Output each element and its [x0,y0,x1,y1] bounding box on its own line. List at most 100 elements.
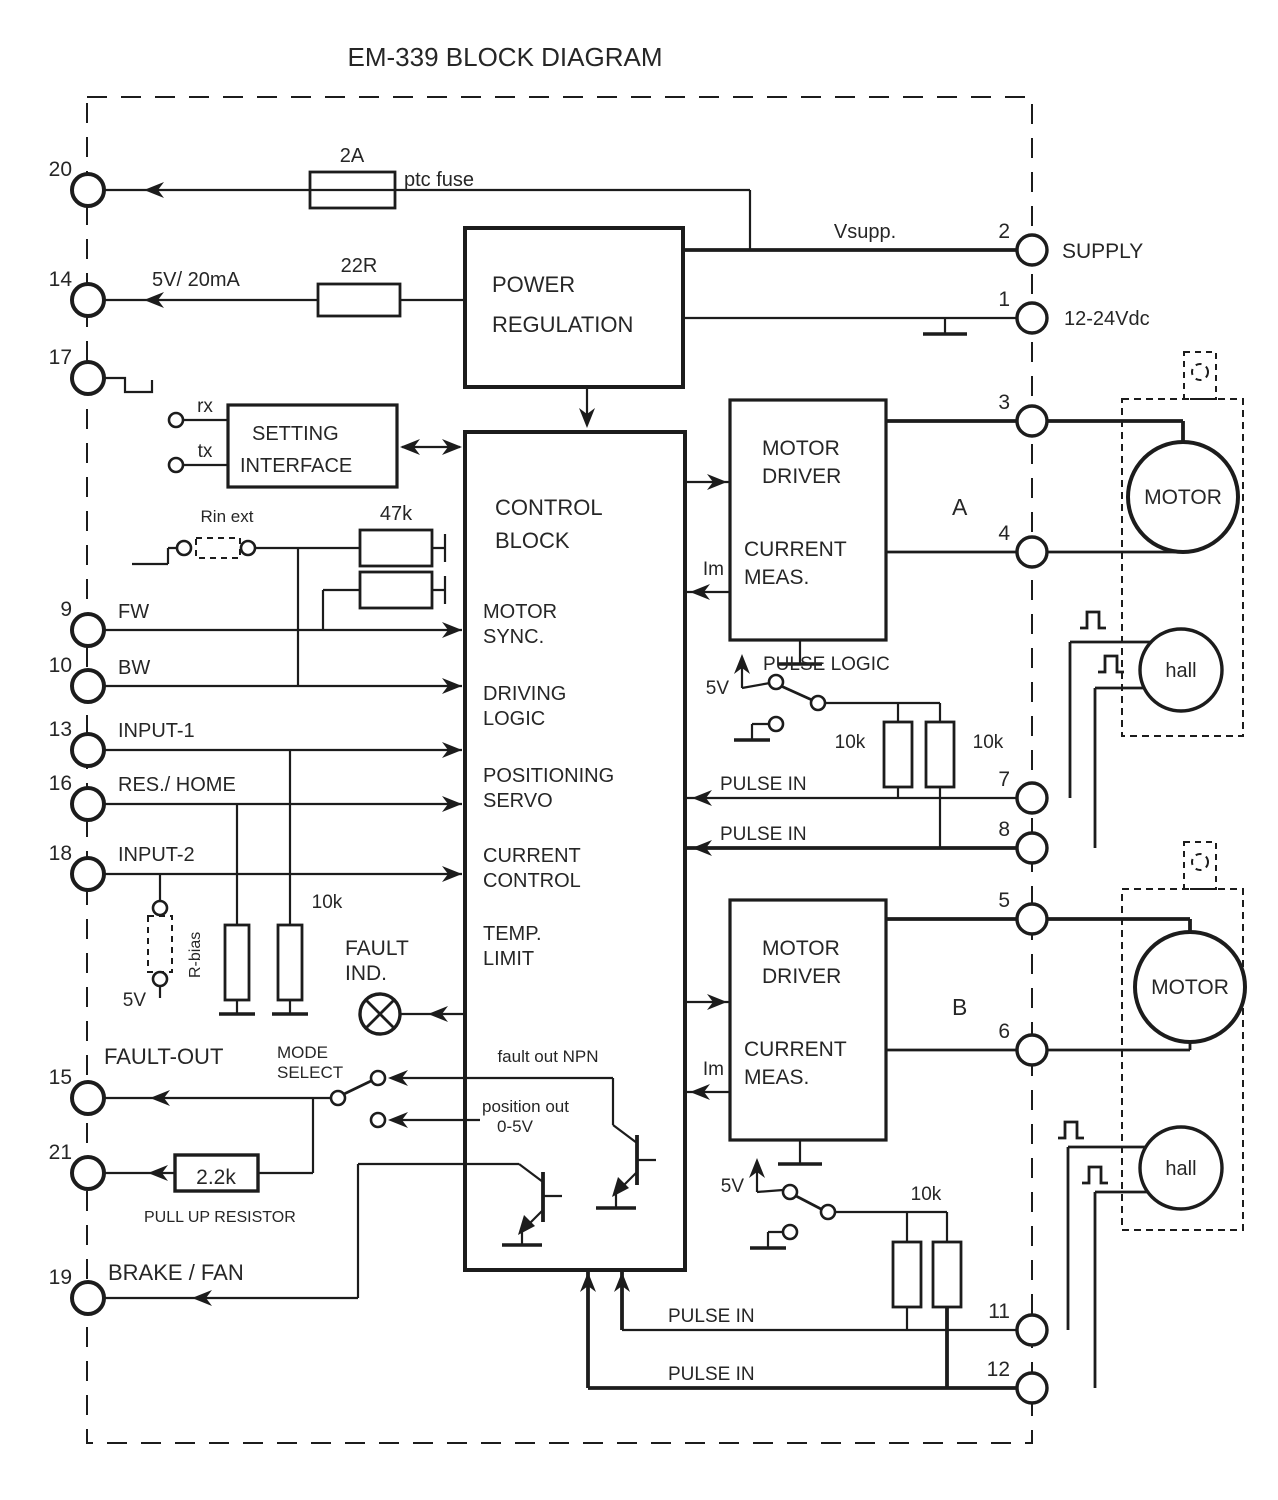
arrow-left-icon [400,439,420,455]
motor-b-connector-icon [1191,853,1209,871]
setting-interface-label-1: SETTING [252,423,339,445]
driver-a-label-3: CURRENT [744,538,847,561]
hall-a-label: hall [1165,660,1196,682]
terminal-13 [70,732,106,768]
fault-ind-label-2: IND. [345,962,387,985]
motor-b-label: MOTOR [1151,976,1229,999]
rin-ext-contact-1 [175,539,193,557]
5v-b-label: 5V [721,1176,745,1197]
pulse-logic-a-contact [809,694,827,712]
arrow-right-icon [707,474,727,490]
wire-brake-fan [104,1162,519,1300]
control-block [463,430,687,1272]
driver-b-label-2: DRIVER [762,965,841,988]
r-bias-contact-1 [151,899,169,917]
pin-12 [1015,1371,1049,1405]
arrow-up-icon [734,654,750,674]
10k-a2-label: 10k [973,732,1004,753]
page-title: EM-339 BLOCK DIAGRAM [348,42,663,72]
pin-1 [1015,301,1049,335]
im-b-label: Im [703,1059,724,1080]
pulse-waveform-icon [1080,610,1106,630]
resistor-47k-2 [358,570,434,610]
wiring [104,188,1192,1390]
mode-select-contact-1 [369,1069,387,1087]
terminal-16-number: 16 [49,772,72,795]
resistor-22r [316,282,402,318]
arrow-left-icon [148,1165,168,1181]
arrow-right-icon [442,678,462,694]
r-bias-label: R-bias [187,932,204,978]
motor-a [1126,440,1240,554]
arrow-up-icon [749,1158,765,1178]
arrow-left-icon [388,1112,408,1128]
input1-label: INPUT-1 [118,720,195,742]
pin-5 [1015,902,1049,936]
10k-a1-label: 10k [835,732,866,753]
arrow-right-icon [442,439,462,455]
setting-interface-label-2: INTERFACE [240,455,352,477]
fn-driving-2: LOGIC [483,708,545,730]
resistor-10k-input-2 [276,923,304,1002]
pulse-waveform-icon [1098,654,1124,674]
mode-select-pivot [329,1089,347,1107]
terminal-17 [70,360,106,396]
rin-ext-label: Rin ext [201,507,254,526]
section-b-label: B [952,994,967,1020]
terminal-15-number: 15 [49,1066,72,1089]
arrow-left-icon [150,1090,170,1106]
pulse-logic-a-pivot [767,673,785,691]
arrow-left-icon [690,584,710,600]
driver-b-label-3: CURRENT [744,1038,847,1061]
resistor-10k-a2 [924,720,956,789]
fw-label: FW [118,601,149,623]
ptc-fuse-label: ptc fuse [404,169,474,191]
brake-fan-label: BRAKE / FAN [108,1260,244,1285]
5v-a-label: 5V [706,678,730,699]
tx-label: tx [198,441,213,462]
terminal-21 [70,1155,106,1191]
hall-b [1138,1125,1224,1211]
rx-label: rx [197,396,213,417]
fn-positioning-2: SERVO [483,790,553,812]
terminal-9-number: 9 [60,598,72,621]
setting-interface-block [226,403,399,489]
res-home-label: RES./ HOME [118,774,236,796]
fn-motor-sync-1: MOTOR [483,601,557,623]
position-out-label-2: 0-5V [497,1117,534,1136]
supply-label: SUPPLY [1062,240,1143,263]
5v-bias-label: 5V [123,990,147,1011]
pin-3-number: 3 [998,391,1010,414]
resistor-10k-input-1 [223,923,251,1002]
fn-temp-1: TEMP. [483,923,542,945]
transistor-emitter-arrow-icon [612,1177,629,1197]
10k-input-label: 10k [312,892,343,913]
section-a-label: A [952,494,968,520]
pulse-logic-b-pivot [781,1183,799,1201]
arrow-left-icon [428,1006,448,1022]
pulse-logic-a-ground-contact [767,715,785,733]
driver-b-label-1: MOTOR [762,937,840,960]
pulse-logic-b-contact [819,1203,837,1221]
resistor-2k2 [173,1153,260,1193]
wire-hall-a-1 [1068,640,1160,798]
motor-a-label: MOTOR [1144,486,1222,509]
right-pins [1015,233,1049,1405]
resistor-10k-a1 [882,720,914,789]
terminal-20-number: 20 [49,158,72,181]
mode-select-label-1: MODE [277,1043,328,1062]
terminal-14-number: 14 [49,268,73,291]
fault-indicator-icon [358,992,402,1036]
tx-contact [167,456,185,474]
ptc-fuse-symbol [308,170,397,210]
hall-a [1138,627,1224,713]
power-regulation-block [463,226,685,389]
arrow-down-icon [579,408,595,428]
terminal-17-number: 17 [49,346,72,369]
fault-out-npn-label: fault out NPN [497,1047,598,1066]
arrow-up-icon [580,1272,596,1292]
fn-current-2: CONTROL [483,870,581,892]
pin-8-number: 8 [998,818,1010,841]
mode-select-label-2: SELECT [277,1063,343,1082]
